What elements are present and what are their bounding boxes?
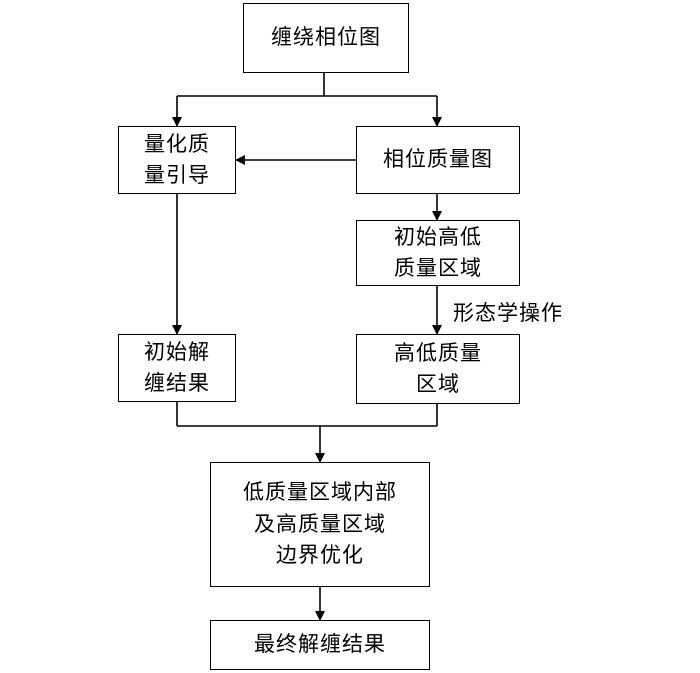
node-phase-quality-label: 相位质量图	[383, 147, 493, 172]
node-quality-guide: 量化质 量引导	[118, 126, 236, 194]
node-wrapped-phase-label: 缠绕相位图	[271, 25, 381, 50]
node-hl-regions: 高低质量 区域	[356, 334, 520, 404]
node-wrapped-phase: 缠绕相位图	[243, 3, 409, 73]
node-initial-unwrap-label: 初始解 缠结果	[144, 339, 210, 396]
node-hl-regions-label: 高低质量 区域	[394, 340, 482, 397]
node-final: 最终解缠结果	[210, 620, 430, 670]
node-final-label: 最终解缠结果	[254, 632, 386, 657]
node-optimize-label: 低质量区域内部 及高质量区域 边界优化	[243, 480, 397, 568]
edge-label-morph: 形态学操作	[453, 301, 563, 325]
node-quality-guide-label: 量化质 量引导	[144, 131, 210, 188]
node-phase-quality: 相位质量图	[356, 126, 520, 194]
node-initial-unwrap: 初始解 缠结果	[118, 334, 236, 402]
node-initial-regions-label: 初始高低 质量区域	[394, 224, 482, 281]
node-initial-regions: 初始高低 质量区域	[356, 220, 520, 286]
node-optimize: 低质量区域内部 及高质量区域 边界优化	[210, 462, 430, 587]
